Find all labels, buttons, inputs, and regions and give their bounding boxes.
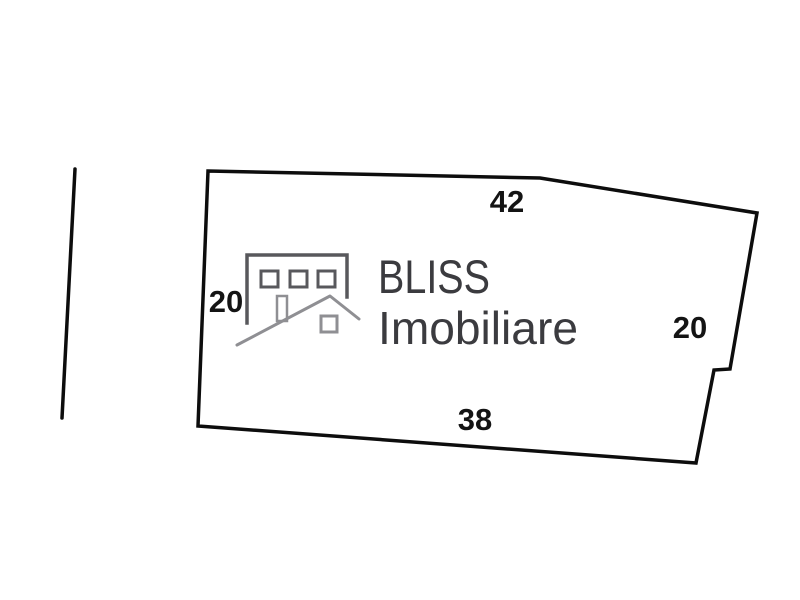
logo-subtitle-text: Imobiliare <box>378 302 578 354</box>
parcel-outline <box>196 169 760 465</box>
house-roof-line <box>235 294 361 347</box>
house-window-icon <box>288 269 309 289</box>
dimension-label-top: 42 <box>490 184 524 219</box>
dimension-label-bottom: 38 <box>458 402 492 437</box>
house-window-icon <box>259 269 280 289</box>
adjacent-boundary-line <box>60 167 77 420</box>
house-building-outline <box>245 253 349 325</box>
dimension-label-left: 20 <box>209 284 243 319</box>
house-window-icon <box>316 269 337 289</box>
house-attic-window-icon <box>319 314 339 334</box>
logo-brand-text: BLISS <box>378 250 490 303</box>
house-icon <box>235 253 361 347</box>
dimension-label-right: 20 <box>673 310 707 345</box>
house-door-icon <box>275 294 289 323</box>
